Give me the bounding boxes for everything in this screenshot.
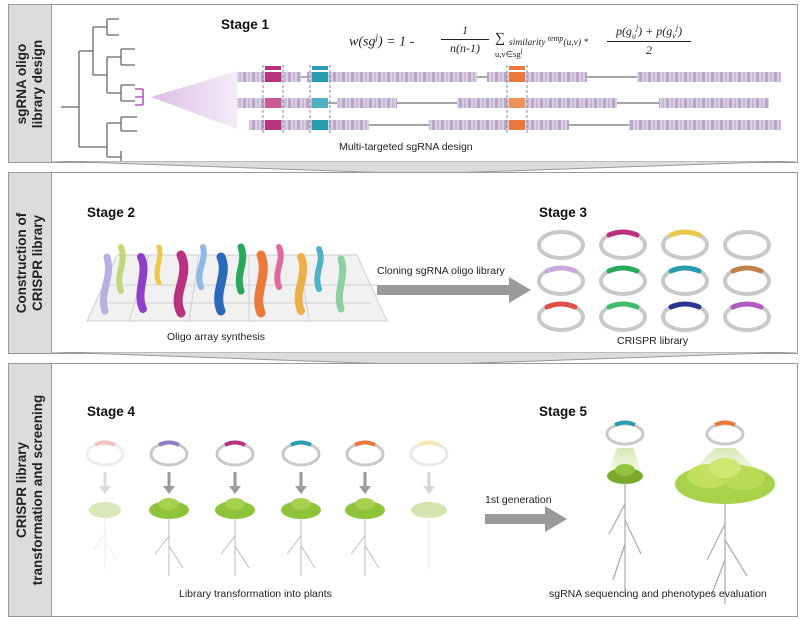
- plasmid-column: [215, 440, 255, 576]
- plasmid-column: [85, 440, 125, 569]
- stage-2-label: Stage 2: [87, 205, 136, 220]
- plasmid-inserts: [544, 229, 764, 310]
- caption-crispr-library: CRISPR library: [617, 335, 689, 347]
- chevron-connector-2: [51, 352, 797, 366]
- caption-sequencing: sgRNA sequencing and phenotypes evaluati…: [549, 588, 767, 600]
- stage-4-label: Stage 4: [87, 404, 136, 419]
- formula-fraction-1: 1 n(n-1): [441, 23, 489, 56]
- formula-similarity: similarity temp(u,v) *: [509, 34, 589, 49]
- formula-frac1-numerator: 1: [462, 23, 468, 37]
- gene-rows: [237, 72, 781, 130]
- plasmid-column: [149, 440, 189, 576]
- panel-sgrna-design: sgRNA oligo library design Stage 1 w(sgj…: [8, 4, 798, 163]
- panel-crispr-construction: Construction of CRISPR library Stage 2 S…: [8, 172, 798, 354]
- panel-side-label-screening: CRISPR library transformation and screen…: [9, 364, 52, 616]
- caption-first-generation: 1st generation: [485, 494, 552, 506]
- formula-lhs: w(sgj) = 1 -: [349, 32, 415, 50]
- construction-illustration: [86, 229, 771, 332]
- stage-1-label: Stage 1: [221, 17, 270, 32]
- panel-side-label-design: sgRNA oligo library design: [9, 5, 52, 162]
- caption-library-transformation: Library transformation into plants: [179, 588, 332, 600]
- screening-illustration: [85, 420, 775, 604]
- plasmid-library: [537, 230, 771, 332]
- generation-arrow: [485, 506, 567, 532]
- plasmid-column: [281, 440, 321, 576]
- formula-frac2-numerator: p(guj) + p(gvj): [615, 23, 683, 41]
- formula-frac2-denominator: 2: [646, 43, 652, 58]
- panel-side-label-construction: Construction of CRISPR library: [9, 173, 52, 353]
- formula-frac1-denominator: n(n-1): [450, 41, 480, 55]
- panel-transformation-screening: CRISPR library transformation and screen…: [8, 363, 798, 617]
- selection-fan: [151, 71, 237, 129]
- weight-formula: w(sgj) = 1 - 1 n(n-1) ∑u,v∈sgj similarit…: [349, 19, 691, 69]
- plasmid-column: [409, 440, 449, 569]
- stage-5-label: Stage 5: [539, 404, 588, 419]
- formula-sum: ∑u,v∈sgj: [495, 31, 523, 59]
- caption-cloning: Cloning sgRNA oligo library: [377, 265, 505, 277]
- plasmid-column: [345, 440, 385, 576]
- target-sites: [262, 65, 528, 133]
- stage5-small-plant: [605, 420, 645, 596]
- target-site-marks: [265, 66, 525, 130]
- stage-3-label: Stage 3: [539, 205, 588, 220]
- formula-fraction-2: p(guj) + p(gvj) 2: [607, 23, 691, 58]
- design-illustration: [61, 18, 781, 162]
- cloning-arrow: [377, 277, 531, 303]
- chevron-connector-1: [51, 161, 797, 175]
- stage5-large-plant: [675, 420, 775, 604]
- oligo-strands: [100, 243, 347, 318]
- caption-multi-targeted: Multi-targeted sgRNA design: [339, 141, 473, 153]
- caption-oligo-array: Oligo array synthesis: [167, 331, 266, 343]
- phylogenetic-tree: [61, 18, 144, 162]
- transformation-columns: [85, 440, 449, 576]
